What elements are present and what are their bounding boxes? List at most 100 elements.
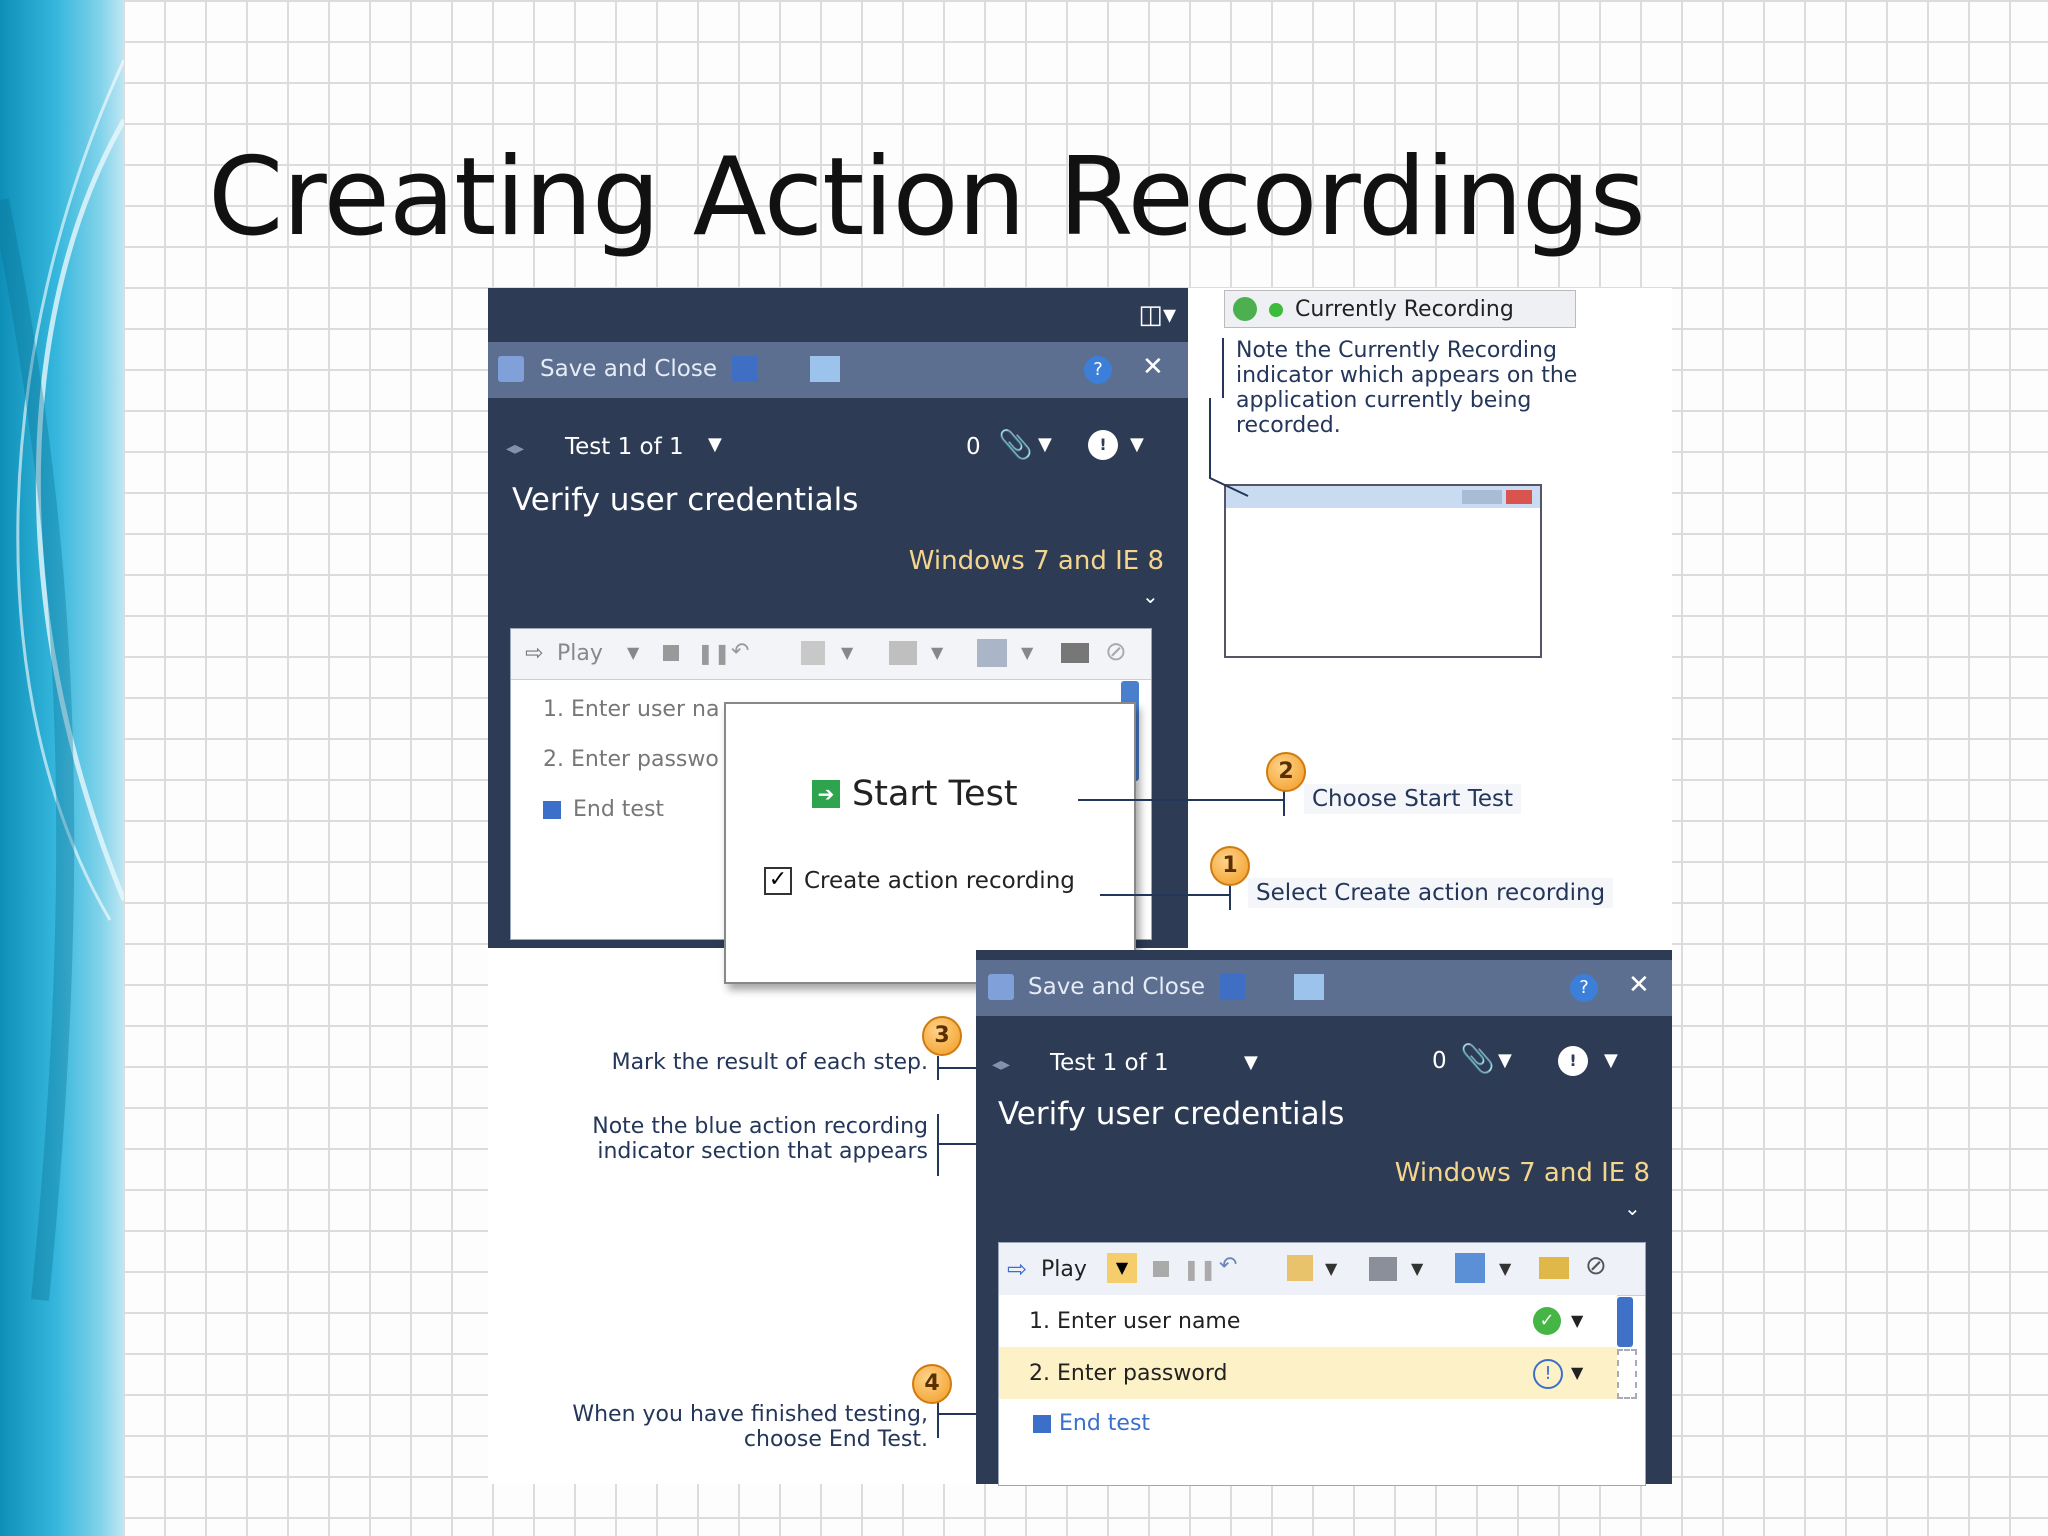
steps-list: ⇨ Play ▼ ❚❚ ↶ ▼ ▼ ▼ ⊘ 1. Enter user name… xyxy=(998,1242,1646,1486)
save-close-icon xyxy=(498,356,524,382)
chevron-down-icon[interactable]: ▼ xyxy=(1107,1253,1137,1283)
steps-toolbar: ⇨ Play ▼ ❚❚ ↶ ▼ ▼ ▼ ⊘ xyxy=(511,629,1151,680)
info-icon[interactable]: ! xyxy=(1558,1046,1588,1076)
attach-icon[interactable]: ⊘ xyxy=(1585,1251,1607,1281)
end-test-link[interactable]: End test xyxy=(1059,1411,1151,1436)
record-dot-icon xyxy=(1269,303,1283,317)
currently-recording-indicator: Currently Recording xyxy=(1224,290,1576,328)
chevron-down-icon[interactable]: ▼ xyxy=(708,434,722,455)
prev-next-icon[interactable]: ◂▸ xyxy=(992,1054,1011,1075)
callout-badge-1: 1 xyxy=(1210,846,1250,886)
play-icon[interactable]: ⇨ xyxy=(525,641,544,666)
create-recording-checkbox[interactable]: ✓ xyxy=(764,867,792,895)
edit-icon[interactable] xyxy=(1287,1255,1313,1281)
chevron-down-icon[interactable]: ▼ xyxy=(1498,1050,1512,1071)
callout-end-test: When you have finished testing, choose E… xyxy=(518,1402,928,1452)
step-row-2[interactable]: 2. Enter passwo xyxy=(543,747,719,772)
chevron-down-icon[interactable]: ▼ xyxy=(1038,434,1052,455)
chevron-down-icon[interactable]: ▼ xyxy=(931,643,944,662)
system-info-icon[interactable] xyxy=(1455,1253,1485,1283)
chevron-down-icon[interactable]: ▼ xyxy=(1571,1363,1584,1382)
pause-icon[interactable]: ❚❚ xyxy=(697,641,731,665)
undo-icon[interactable]: ↶ xyxy=(731,639,750,664)
play-button[interactable]: Play xyxy=(1041,1257,1087,1282)
step-row-2[interactable]: 2. Enter password ! ▼ xyxy=(999,1347,1617,1399)
chevron-down-icon[interactable]: ▼ xyxy=(841,643,854,662)
expand-chevron-icon[interactable]: ⌄ xyxy=(1142,584,1159,608)
comment-icon[interactable] xyxy=(1539,1257,1569,1279)
system-info-icon[interactable] xyxy=(977,639,1007,667)
save-close-button[interactable]: Save and Close xyxy=(1028,974,1206,1000)
screenshot-icon[interactable] xyxy=(889,641,917,665)
create-recording-label: Create action recording xyxy=(804,868,1075,894)
end-test-link[interactable]: End test xyxy=(573,797,665,822)
paperclip-icon[interactable]: 📎 xyxy=(998,428,1033,461)
save-icon[interactable] xyxy=(732,356,758,382)
slide-title: Creating Action Recordings xyxy=(208,135,1646,260)
recording-note-line-1: Note the Currently Recording xyxy=(1236,338,1557,363)
bottom-test-runner-panel: Save and Close ? ✕ ◂▸ Test 1 of 1 ▼ 0 📎 … xyxy=(976,950,1672,1486)
close-icon[interactable]: ✕ xyxy=(1628,970,1650,1000)
screenshot-icon[interactable] xyxy=(1369,1257,1397,1281)
window-titlebar xyxy=(1226,486,1540,508)
screenshot-figure: ◫▾ Save and Close ? ✕ ◂▸ Test 1 of 1 ▼ 0… xyxy=(488,288,1672,1486)
config-label: Windows 7 and IE 8 xyxy=(1394,1158,1650,1188)
windows-icon[interactable] xyxy=(1294,974,1324,1000)
attachment-count: 0 xyxy=(1432,1048,1447,1074)
expand-chevron-icon[interactable]: ⌄ xyxy=(1624,1196,1641,1220)
stop-icon[interactable] xyxy=(1153,1261,1169,1277)
play-button[interactable]: Play xyxy=(557,641,603,666)
steps-toolbar: ⇨ Play ▼ ❚❚ ↶ ▼ ▼ ▼ ⊘ xyxy=(999,1243,1645,1296)
save-icon[interactable] xyxy=(1220,974,1246,1000)
save-close-button[interactable]: Save and Close xyxy=(540,356,718,382)
chevron-down-icon[interactable]: ▼ xyxy=(1604,1050,1618,1071)
paperclip-icon[interactable]: 📎 xyxy=(1460,1042,1495,1075)
info-status-icon[interactable]: ! xyxy=(1533,1359,1563,1389)
end-test-icon xyxy=(543,801,561,819)
edit-icon[interactable] xyxy=(801,641,825,665)
callout-blue-indicator: Note the blue action recording indicator… xyxy=(532,1114,928,1164)
windows-icon[interactable] xyxy=(810,356,840,382)
chevron-down-icon[interactable]: ▼ xyxy=(1571,1311,1584,1330)
attach-icon[interactable]: ⊘ xyxy=(1105,637,1127,667)
recording-note: Note the Currently Recording indicator w… xyxy=(1236,338,1672,442)
pass-check-icon[interactable]: ✓ xyxy=(1533,1307,1561,1335)
help-icon[interactable]: ? xyxy=(1570,974,1598,1002)
prev-next-icon[interactable]: ◂▸ xyxy=(506,438,525,459)
callout-blue-indicator-line-1: Note the blue action recording xyxy=(592,1114,928,1139)
step-label: 2. Enter password xyxy=(1029,1361,1228,1386)
comment-icon[interactable] xyxy=(1061,643,1089,663)
recording-note-line-4: recorded. xyxy=(1236,413,1341,438)
step-row-1[interactable]: 1. Enter user na xyxy=(543,697,720,722)
layout-toggle-icon[interactable]: ◫▾ xyxy=(1138,300,1176,330)
pause-icon[interactable]: ❚❚ xyxy=(1183,1257,1217,1281)
test-navigator[interactable]: Test 1 of 1 xyxy=(565,434,684,460)
chevron-down-icon[interactable]: ▼ xyxy=(627,643,640,662)
info-icon[interactable]: ! xyxy=(1088,430,1118,460)
chevron-down-icon[interactable]: ▼ xyxy=(1130,434,1144,455)
config-label: Windows 7 and IE 8 xyxy=(908,546,1164,576)
test-navigator[interactable]: Test 1 of 1 xyxy=(1050,1050,1169,1076)
chevron-down-icon[interactable]: ▼ xyxy=(1411,1259,1424,1278)
test-title: Verify user credentials xyxy=(998,1096,1345,1132)
help-icon[interactable]: ? xyxy=(1084,356,1112,384)
chevron-down-icon[interactable]: ▼ xyxy=(1325,1259,1338,1278)
start-arrow-icon: ➔ xyxy=(812,780,840,808)
stop-icon[interactable] xyxy=(663,645,679,661)
attachment-count: 0 xyxy=(966,434,981,460)
step-row-1[interactable]: 1. Enter user name ✓ ▼ xyxy=(999,1295,1617,1347)
callout-mark-result: Mark the result of each step. xyxy=(611,1050,928,1075)
chevron-down-icon[interactable]: ▼ xyxy=(1244,1052,1258,1073)
swoosh-decoration xyxy=(0,59,124,1301)
decorative-side-band xyxy=(0,0,124,1536)
start-test-button[interactable]: Start Test xyxy=(852,774,1018,814)
callout-badge-4: 4 xyxy=(912,1364,952,1404)
chevron-down-icon[interactable]: ▼ xyxy=(1021,643,1034,662)
rewind-icon[interactable]: ↶ xyxy=(1219,1253,1238,1278)
start-test-dialog: ➔ Start Test ✓ Create action recording xyxy=(724,702,1136,984)
play-icon[interactable]: ⇨ xyxy=(1007,1255,1028,1283)
close-icon[interactable]: ✕ xyxy=(1142,352,1164,382)
recording-note-line-3: application currently being xyxy=(1236,388,1532,413)
callout-end-test-line-2: choose End Test. xyxy=(743,1427,928,1452)
chevron-down-icon[interactable]: ▼ xyxy=(1499,1259,1512,1278)
